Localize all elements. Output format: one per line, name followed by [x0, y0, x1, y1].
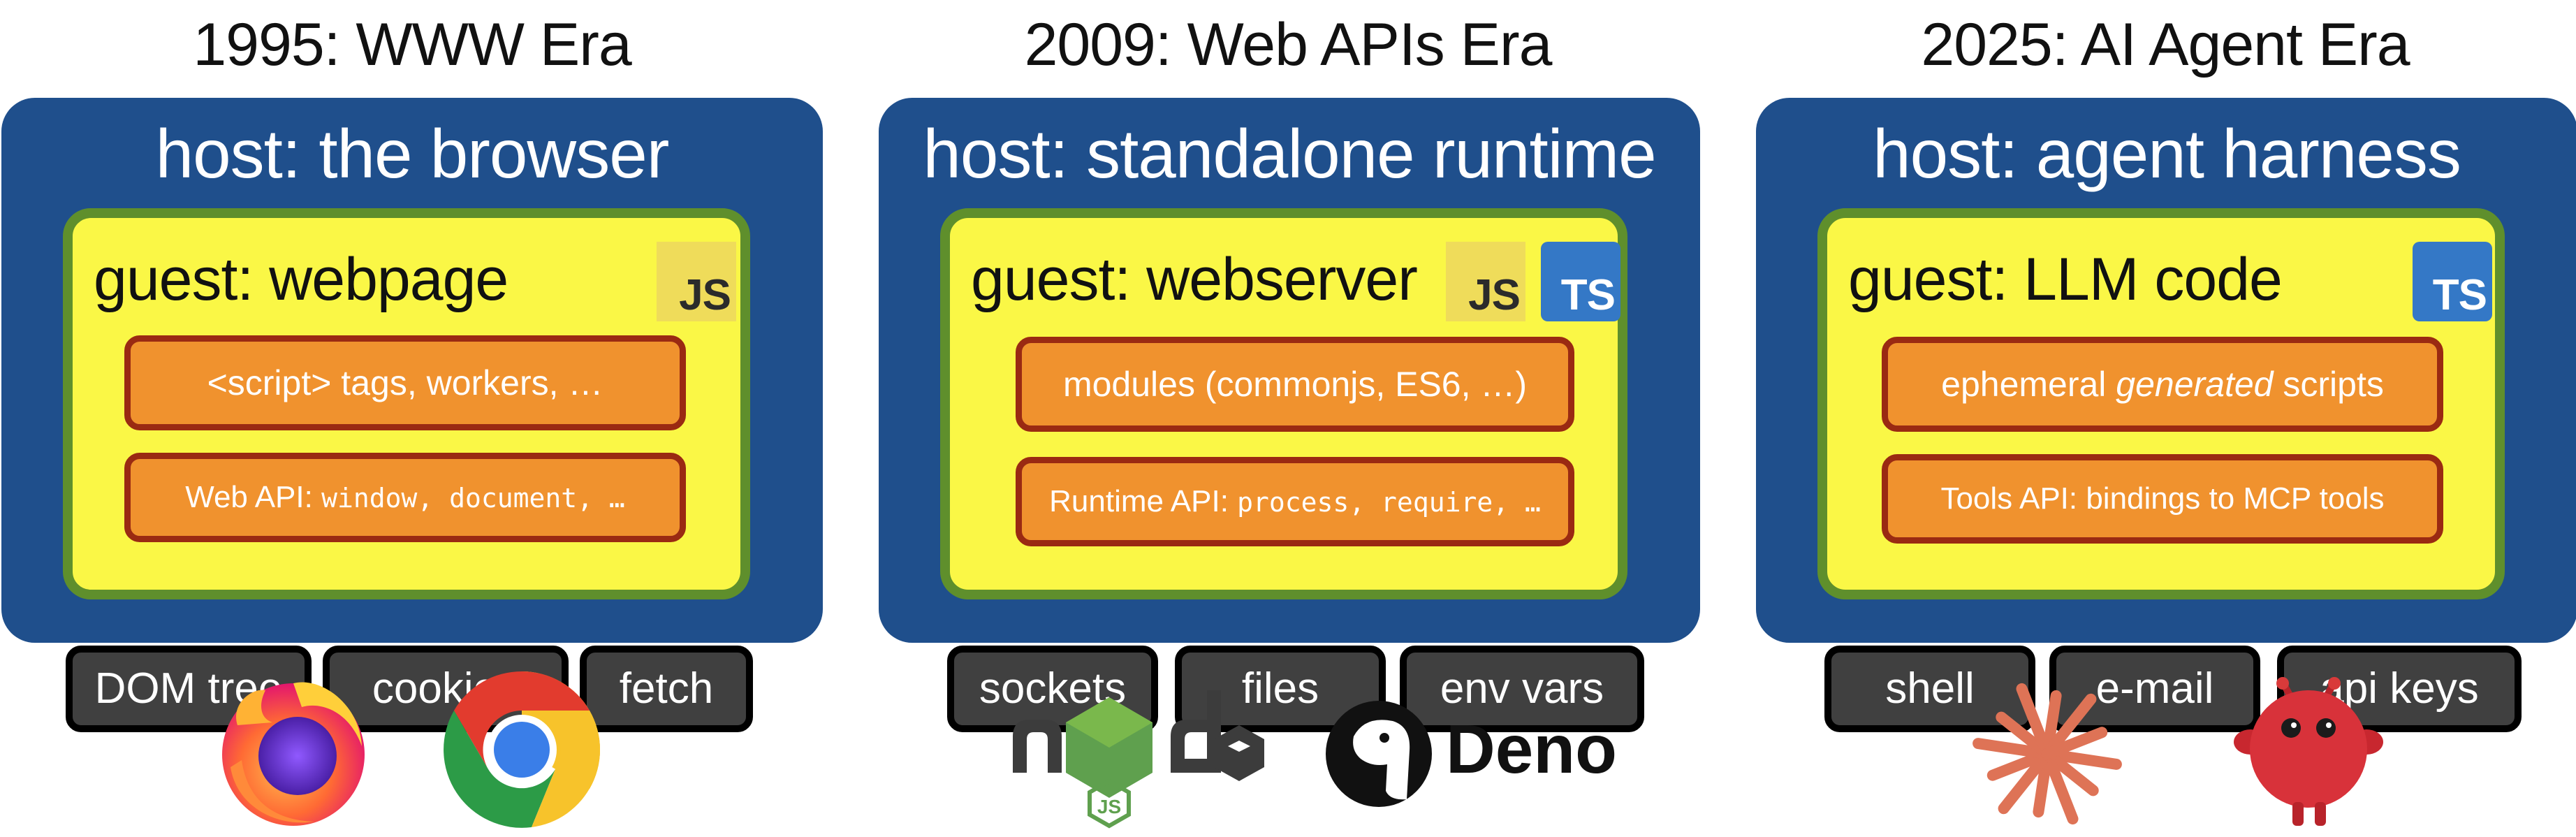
starburst-ray	[2042, 748, 2079, 825]
deno-logo: Deno	[1323, 694, 1616, 813]
era-title: 1995: WWW Era	[193, 11, 631, 78]
api-text: Tools API: bindings to MCP tools	[1940, 481, 2385, 516]
js-badge-text: JS	[1468, 271, 1521, 319]
api-box: Runtime API: process, require, …	[1016, 457, 1574, 546]
starburst-ray	[2016, 683, 2053, 759]
starburst-ray	[1998, 748, 2053, 815]
host-box: host: the browser guest: webpage JS <scr…	[1, 98, 823, 732]
api-prefix: Runtime API:	[1049, 484, 1229, 518]
host-box: host: agent harness guest: LLM code TS e…	[1756, 98, 2576, 732]
api-prefix: Web API:	[185, 480, 313, 514]
js-badge-icon: JS	[657, 242, 736, 321]
scripts-box-text: <script> tags, workers, …	[207, 363, 603, 402]
host-box: host: standalone runtime guest: webserve…	[879, 98, 1700, 732]
scripts-box-emph: generated	[2116, 365, 2274, 404]
scripts-box-text: modules (commonjs, ES6, …)	[1062, 365, 1528, 404]
starburst-ray	[2042, 748, 2122, 770]
starburst-ray	[2042, 693, 2097, 759]
api-box: Tools API: bindings to MCP tools	[1882, 454, 2443, 544]
era-1995: 1995: WWW Era host: the browser guest: w…	[0, 0, 824, 833]
api-code: process, require, …	[1237, 487, 1541, 518]
js-badge-text: JS	[679, 271, 731, 319]
api-code: window, document, …	[321, 483, 625, 514]
js-badge-icon: JS	[1446, 242, 1525, 321]
starburst-ray	[2042, 727, 2108, 759]
host-label: host: the browser	[155, 115, 670, 192]
host-label: host: agent harness	[1873, 115, 2461, 192]
resource-fetch: fetch	[580, 646, 753, 732]
guest-label: guest: webserver	[971, 246, 1418, 313]
nodejs-logo: JS	[1009, 676, 1274, 837]
scripts-box: <script> tags, workers, …	[124, 335, 686, 430]
ts-badge-text: TS	[2432, 271, 2487, 319]
ts-badge-icon: TS	[1541, 242, 1620, 321]
resource-e-mail: e-mail	[2049, 646, 2260, 732]
deno-wordmark: Deno	[1446, 711, 1616, 787]
era-2025: 2025: AI Agent Era host: agent harness g…	[1753, 0, 2576, 833]
chrome-logo	[441, 669, 602, 830]
ts-badge-icon: TS	[2413, 242, 2492, 321]
host-label: host: standalone runtime	[923, 115, 1656, 192]
scripts-box: ephemeral generated scripts	[1882, 337, 2443, 432]
scripts-box: modules (commonjs, ES6, …)	[1016, 337, 1574, 432]
era-title: 2025: AI Agent Era	[1921, 11, 2410, 78]
red-robot-logo	[2228, 669, 2389, 834]
scripts-box-after: scripts	[2273, 365, 2384, 404]
scripts-box-before: ephemeral	[1941, 365, 2116, 404]
firefox-logo	[210, 662, 377, 830]
resource-env-vars: env vars	[1400, 646, 1644, 732]
guest-label: guest: webpage	[94, 246, 508, 313]
era-title: 2009: Web APIs Era	[1024, 11, 1553, 78]
api-box: Web API: window, document, …	[124, 453, 686, 542]
claude-starburst-logo	[1973, 679, 2122, 829]
guest-label: guest: LLM code	[1848, 246, 2283, 313]
ts-badge-text: TS	[1560, 271, 1616, 319]
svg-text:JS: JS	[1097, 796, 1121, 817]
starburst-ray	[1973, 738, 2053, 759]
era-2009: 2009: Web APIs Era host: standalone runt…	[876, 0, 1700, 833]
